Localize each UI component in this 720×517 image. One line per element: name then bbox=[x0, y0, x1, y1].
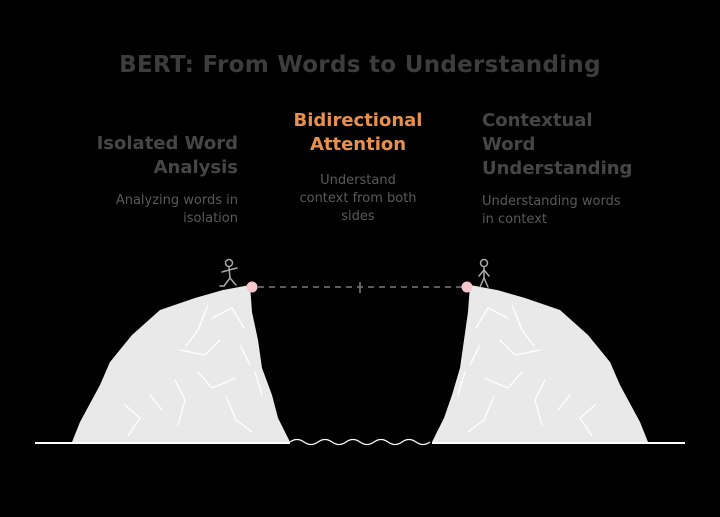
left-description-line: isolation bbox=[183, 211, 238, 226]
left-description-line: Analyzing words in bbox=[115, 193, 238, 208]
middle-description-line: Understand bbox=[320, 173, 396, 188]
left-heading-line: Isolated Word bbox=[96, 133, 238, 154]
left-heading-line: Analysis bbox=[153, 157, 238, 178]
left-stick-figure bbox=[219, 258, 238, 287]
right-heading-line: Contextual bbox=[482, 110, 593, 131]
right-description-line: Understanding words bbox=[482, 194, 621, 209]
right-stick-figure bbox=[478, 258, 490, 288]
right-cliff bbox=[432, 285, 648, 442]
diagram-title: BERT: From Words to Understanding bbox=[119, 52, 601, 78]
middle-description-line: sides bbox=[341, 209, 375, 224]
left-cliff bbox=[72, 285, 290, 442]
left-stage-heading: Isolated Word Analysis bbox=[40, 132, 238, 180]
middle-stage-heading: Bidirectional Attention bbox=[258, 109, 458, 157]
middle-stage-description: Understand context from both sides bbox=[278, 172, 438, 226]
left-endpoint-dot bbox=[246, 281, 258, 293]
right-stage-heading: Contextual Word Understanding bbox=[482, 109, 682, 181]
middle-description-line: context from both bbox=[299, 191, 417, 206]
water-waves bbox=[289, 438, 431, 446]
middle-heading-line: Attention bbox=[309, 134, 407, 155]
right-stage-description: Understanding words in context bbox=[482, 193, 662, 229]
middle-heading-line: Bidirectional bbox=[293, 110, 423, 131]
right-description-line: in context bbox=[482, 212, 547, 227]
left-stage-description: Analyzing words in isolation bbox=[60, 192, 238, 228]
right-heading-line: Word bbox=[482, 134, 536, 155]
right-endpoint-dot bbox=[461, 281, 473, 293]
right-heading-line: Understanding bbox=[482, 158, 633, 179]
